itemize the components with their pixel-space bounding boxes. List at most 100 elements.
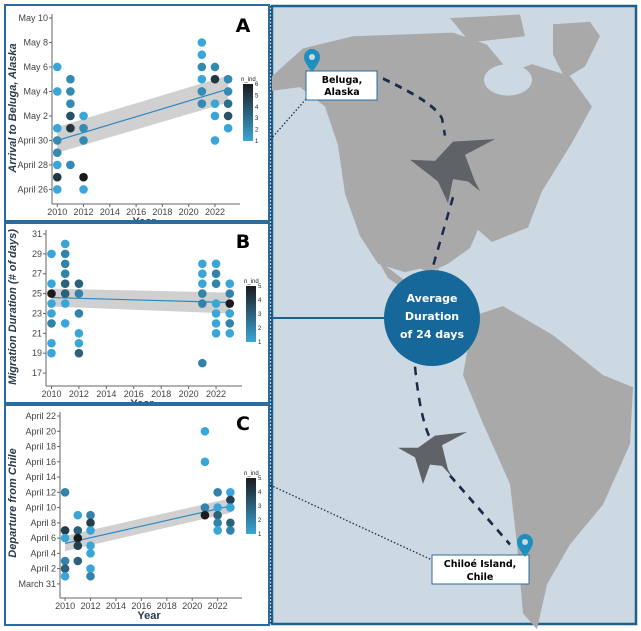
y-tick-label: April 4 [30, 548, 56, 558]
data-point [79, 111, 88, 121]
data-point [47, 348, 56, 358]
y-tick-label: May 8 [23, 37, 48, 47]
data-point [66, 111, 75, 121]
data-point [52, 160, 62, 170]
route-south-dashed-line [413, 366, 511, 546]
data-point [200, 426, 210, 436]
data-point [211, 329, 221, 338]
panel-label: C [236, 413, 250, 435]
y-tick-label: 17 [32, 368, 42, 378]
data-point [200, 503, 210, 512]
data-point [60, 526, 70, 535]
data-point [197, 99, 207, 109]
y-tick-label: May 4 [23, 86, 48, 96]
legend-title: n_ind [244, 471, 259, 477]
y-tick-label: May 2 [23, 111, 48, 121]
data-point [213, 488, 222, 497]
data-point [211, 309, 221, 318]
data-point [74, 329, 84, 338]
data-point [223, 87, 233, 96]
data-point [47, 299, 56, 308]
hudson-bay [484, 64, 532, 96]
data-point [197, 38, 207, 47]
data-point [223, 74, 233, 84]
data-point [210, 62, 220, 72]
x-tick-label: 2010 [47, 207, 67, 217]
arctic-islands [450, 14, 525, 43]
x-tick-label: 2020 [179, 389, 199, 399]
y-tick-label: April 30 [17, 135, 48, 145]
x-tick-label: 2018 [157, 601, 177, 611]
data-point [197, 74, 207, 84]
data-point [210, 74, 220, 84]
data-point [52, 123, 62, 133]
legend-tick-label: 6 [255, 82, 259, 88]
data-point [210, 99, 220, 109]
data-point [226, 526, 235, 535]
data-point [47, 338, 56, 348]
badge-line2: Duration [405, 310, 459, 323]
legend-title: n_ind [241, 77, 256, 83]
data-point [210, 111, 220, 121]
legend-tick-label: 3 [258, 312, 262, 318]
data-point [198, 289, 207, 298]
y-tick-label: 31 [32, 229, 42, 239]
x-tick-label: 2012 [80, 601, 100, 611]
legend-tick-label: 4 [258, 490, 262, 496]
legend-tick-label: 2 [258, 326, 262, 332]
data-point [60, 299, 70, 308]
data-point [47, 289, 56, 298]
x-tick-label: 2022 [205, 207, 225, 217]
origin-label-box: Beluga, Alaska [305, 70, 378, 101]
data-point [226, 503, 235, 512]
x-tick-label: 2016 [131, 601, 151, 611]
data-point [52, 172, 62, 182]
legend-tick-label: 1 [255, 139, 259, 145]
y-tick-label: April 12 [25, 487, 56, 497]
location-pin-icon [304, 49, 320, 72]
panel-label: A [236, 15, 251, 37]
data-point [226, 488, 235, 497]
data-point [197, 87, 207, 96]
data-point [200, 457, 210, 467]
data-point [213, 518, 222, 528]
data-point [60, 289, 70, 298]
data-point [47, 319, 56, 328]
data-point [73, 556, 83, 566]
data-point [225, 319, 235, 328]
data-point [211, 269, 221, 279]
data-point [198, 269, 207, 279]
confidence-band [51, 288, 230, 314]
destination-label-box: Chiloé Island, Chile [431, 554, 530, 585]
data-point [225, 299, 235, 308]
data-point [52, 136, 62, 145]
y-axis-title: Arrival to Beluga, Alaska [7, 43, 19, 173]
data-point [86, 518, 95, 528]
y-tick-label: April 20 [25, 426, 56, 436]
data-point [60, 279, 70, 288]
y-tick-label: April 6 [30, 533, 56, 543]
y-tick-label: April 8 [30, 518, 56, 528]
data-point [74, 338, 84, 348]
pin-dot [309, 54, 315, 60]
data-point [66, 99, 75, 109]
y-axis-title: Departure from Chile [7, 448, 19, 557]
data-point [73, 541, 83, 551]
greenland [553, 21, 600, 79]
data-point [198, 358, 207, 368]
panel-label: B [236, 231, 250, 253]
x-tick-label: 2022 [208, 601, 228, 611]
data-point [74, 279, 84, 288]
origin-label-line1: Beluga, [322, 75, 363, 86]
legend-tick-label: 1 [258, 532, 262, 538]
data-point [86, 541, 95, 551]
bird-silhouette-icon [398, 431, 467, 484]
data-point [47, 279, 56, 288]
y-tick-label: 23 [32, 308, 42, 318]
legend-title: n_ind [244, 279, 259, 285]
data-point [66, 123, 75, 133]
data-point [213, 526, 222, 535]
data-point [226, 518, 235, 528]
